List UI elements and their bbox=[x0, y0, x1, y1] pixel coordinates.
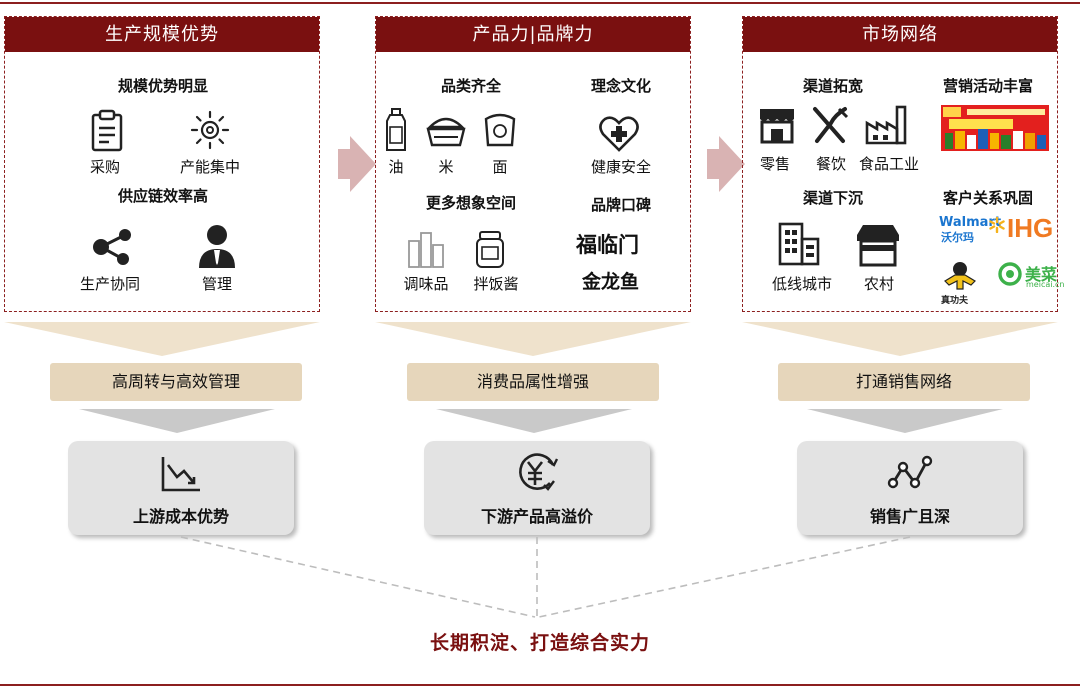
share-network-icon bbox=[93, 229, 131, 265]
funnel-2 bbox=[375, 322, 691, 356]
section-brand-reputation: 品牌口碑 bbox=[590, 196, 651, 214]
result-sales-reach: 销售广且深 bbox=[797, 441, 1023, 535]
pill-turnover-management: 高周转与高效管理 bbox=[50, 363, 302, 401]
oil-bottle-icon bbox=[386, 108, 406, 151]
marketing-banner-image bbox=[941, 105, 1049, 151]
result-product-premium: 下游产品高溢价 bbox=[424, 441, 650, 535]
funnel-3 bbox=[742, 322, 1058, 356]
label-oil: 油 bbox=[388, 158, 404, 176]
panel-production-scale: 生产规模优势 规模优势明显 采购 产能集中 供应链效率高 生产协同 管理 bbox=[4, 16, 320, 312]
yuan-coin-icon bbox=[519, 453, 559, 491]
flow-arrow-1 bbox=[350, 136, 376, 192]
gear-icon bbox=[190, 110, 230, 150]
heart-health-icon bbox=[599, 116, 639, 152]
result-label: 下游产品高溢价 bbox=[480, 507, 593, 526]
label-health-safety: 健康安全 bbox=[590, 158, 651, 176]
section-full-category: 品类齐全 bbox=[440, 77, 501, 95]
panel-title: 生产规模优势 bbox=[5, 17, 319, 52]
result-upstream-cost: 上游成本优势 bbox=[68, 441, 294, 535]
conclusion-text: 长期积淀、打造综合实力 bbox=[429, 632, 650, 654]
section-customer-relations: 客户关系巩固 bbox=[942, 189, 1033, 207]
label-purchase: 采购 bbox=[89, 158, 120, 176]
down-arrow-3 bbox=[807, 409, 1003, 433]
section-channel-expand: 渠道拓宽 bbox=[802, 77, 863, 95]
label-rural: 农村 bbox=[863, 275, 894, 293]
walmart-logo: Walmart bbox=[939, 215, 1002, 230]
zhengongfu-mascot-icon bbox=[944, 262, 976, 290]
meicai-swirl-icon bbox=[998, 262, 1022, 286]
pill-consumer-goods: 消费品属性增强 bbox=[407, 363, 659, 401]
panel-product-brand: 产品力|品牌力 品类齐全 理念文化 油 米 面 健康安全 更多想象空间 品牌口碑… bbox=[375, 16, 691, 312]
village-shop-icon bbox=[857, 225, 899, 267]
factory-icon bbox=[865, 105, 907, 145]
label-retail: 零售 bbox=[759, 155, 790, 173]
label-lower-tier-city: 低线城市 bbox=[771, 275, 832, 293]
zhengongfu-logo: 真功夫 bbox=[941, 296, 969, 306]
result-label: 上游成本优势 bbox=[132, 507, 229, 526]
result-label: 销售广且深 bbox=[869, 507, 950, 526]
pill-sales-network: 打通销售网络 bbox=[778, 363, 1030, 401]
line-graph-icon bbox=[887, 455, 933, 489]
walmart-cn-logo: 沃尔玛 bbox=[941, 231, 974, 244]
clipboard-icon bbox=[91, 109, 123, 152]
label-noodle: 面 bbox=[492, 158, 508, 176]
section-supply-chain: 供应链效率高 bbox=[117, 187, 208, 205]
rice-bowl-icon bbox=[426, 117, 466, 147]
section-more-space: 更多想象空间 bbox=[425, 194, 516, 212]
sauce-jar-icon bbox=[476, 231, 504, 268]
down-arrow-1 bbox=[79, 409, 275, 433]
meicai-logo: 美菜 bbox=[1025, 265, 1058, 284]
bottom-rule bbox=[0, 684, 1080, 686]
seasoning-bottles-icon bbox=[408, 232, 444, 268]
section-scale-advantage: 规模优势明显 bbox=[117, 77, 208, 95]
trend-down-chart-icon bbox=[161, 457, 200, 492]
fulinmen-logo: 福临门 bbox=[576, 232, 639, 257]
section-philosophy: 理念文化 bbox=[590, 77, 651, 95]
ihg-logo: IHG bbox=[1007, 213, 1054, 243]
meicai-domain: meicai.cn bbox=[1026, 280, 1065, 289]
retail-store-icon bbox=[760, 109, 794, 144]
top-rule bbox=[0, 2, 1080, 4]
label-production-collab: 生产协同 bbox=[79, 275, 140, 293]
panel-title: 市场网络 bbox=[743, 17, 1057, 52]
label-capacity: 产能集中 bbox=[179, 158, 240, 176]
label-management: 管理 bbox=[201, 275, 232, 293]
section-channel-sink: 渠道下沉 bbox=[802, 189, 863, 207]
jinlongyu-logo: 金龙鱼 bbox=[582, 271, 640, 293]
city-building-icon bbox=[778, 222, 820, 266]
panel-title: 产品力|品牌力 bbox=[376, 17, 690, 52]
flour-sack-icon bbox=[484, 113, 516, 147]
label-seasoning: 调味品 bbox=[403, 275, 449, 293]
label-food-industry: 食品工业 bbox=[858, 155, 919, 173]
label-rice: 米 bbox=[438, 158, 454, 176]
flow-arrow-2-body bbox=[707, 149, 721, 179]
section-marketing: 营销活动丰富 bbox=[942, 77, 1033, 95]
flow-arrow-2 bbox=[719, 136, 745, 192]
manager-person-icon bbox=[199, 225, 235, 268]
label-catering: 餐饮 bbox=[815, 155, 846, 173]
flow-arrow-1-body bbox=[338, 149, 352, 179]
label-rice-sauce: 拌饭酱 bbox=[473, 275, 519, 293]
fork-knife-icon bbox=[813, 107, 849, 143]
panel-market-network: 市场网络 渠道拓宽 营销活动丰富 零售 餐饮 食品工业 渠道下沉 客户关系巩固 bbox=[742, 16, 1064, 312]
down-arrow-2 bbox=[436, 409, 632, 433]
funnel-1 bbox=[4, 322, 320, 356]
walmart-spark-icon bbox=[989, 217, 1005, 233]
